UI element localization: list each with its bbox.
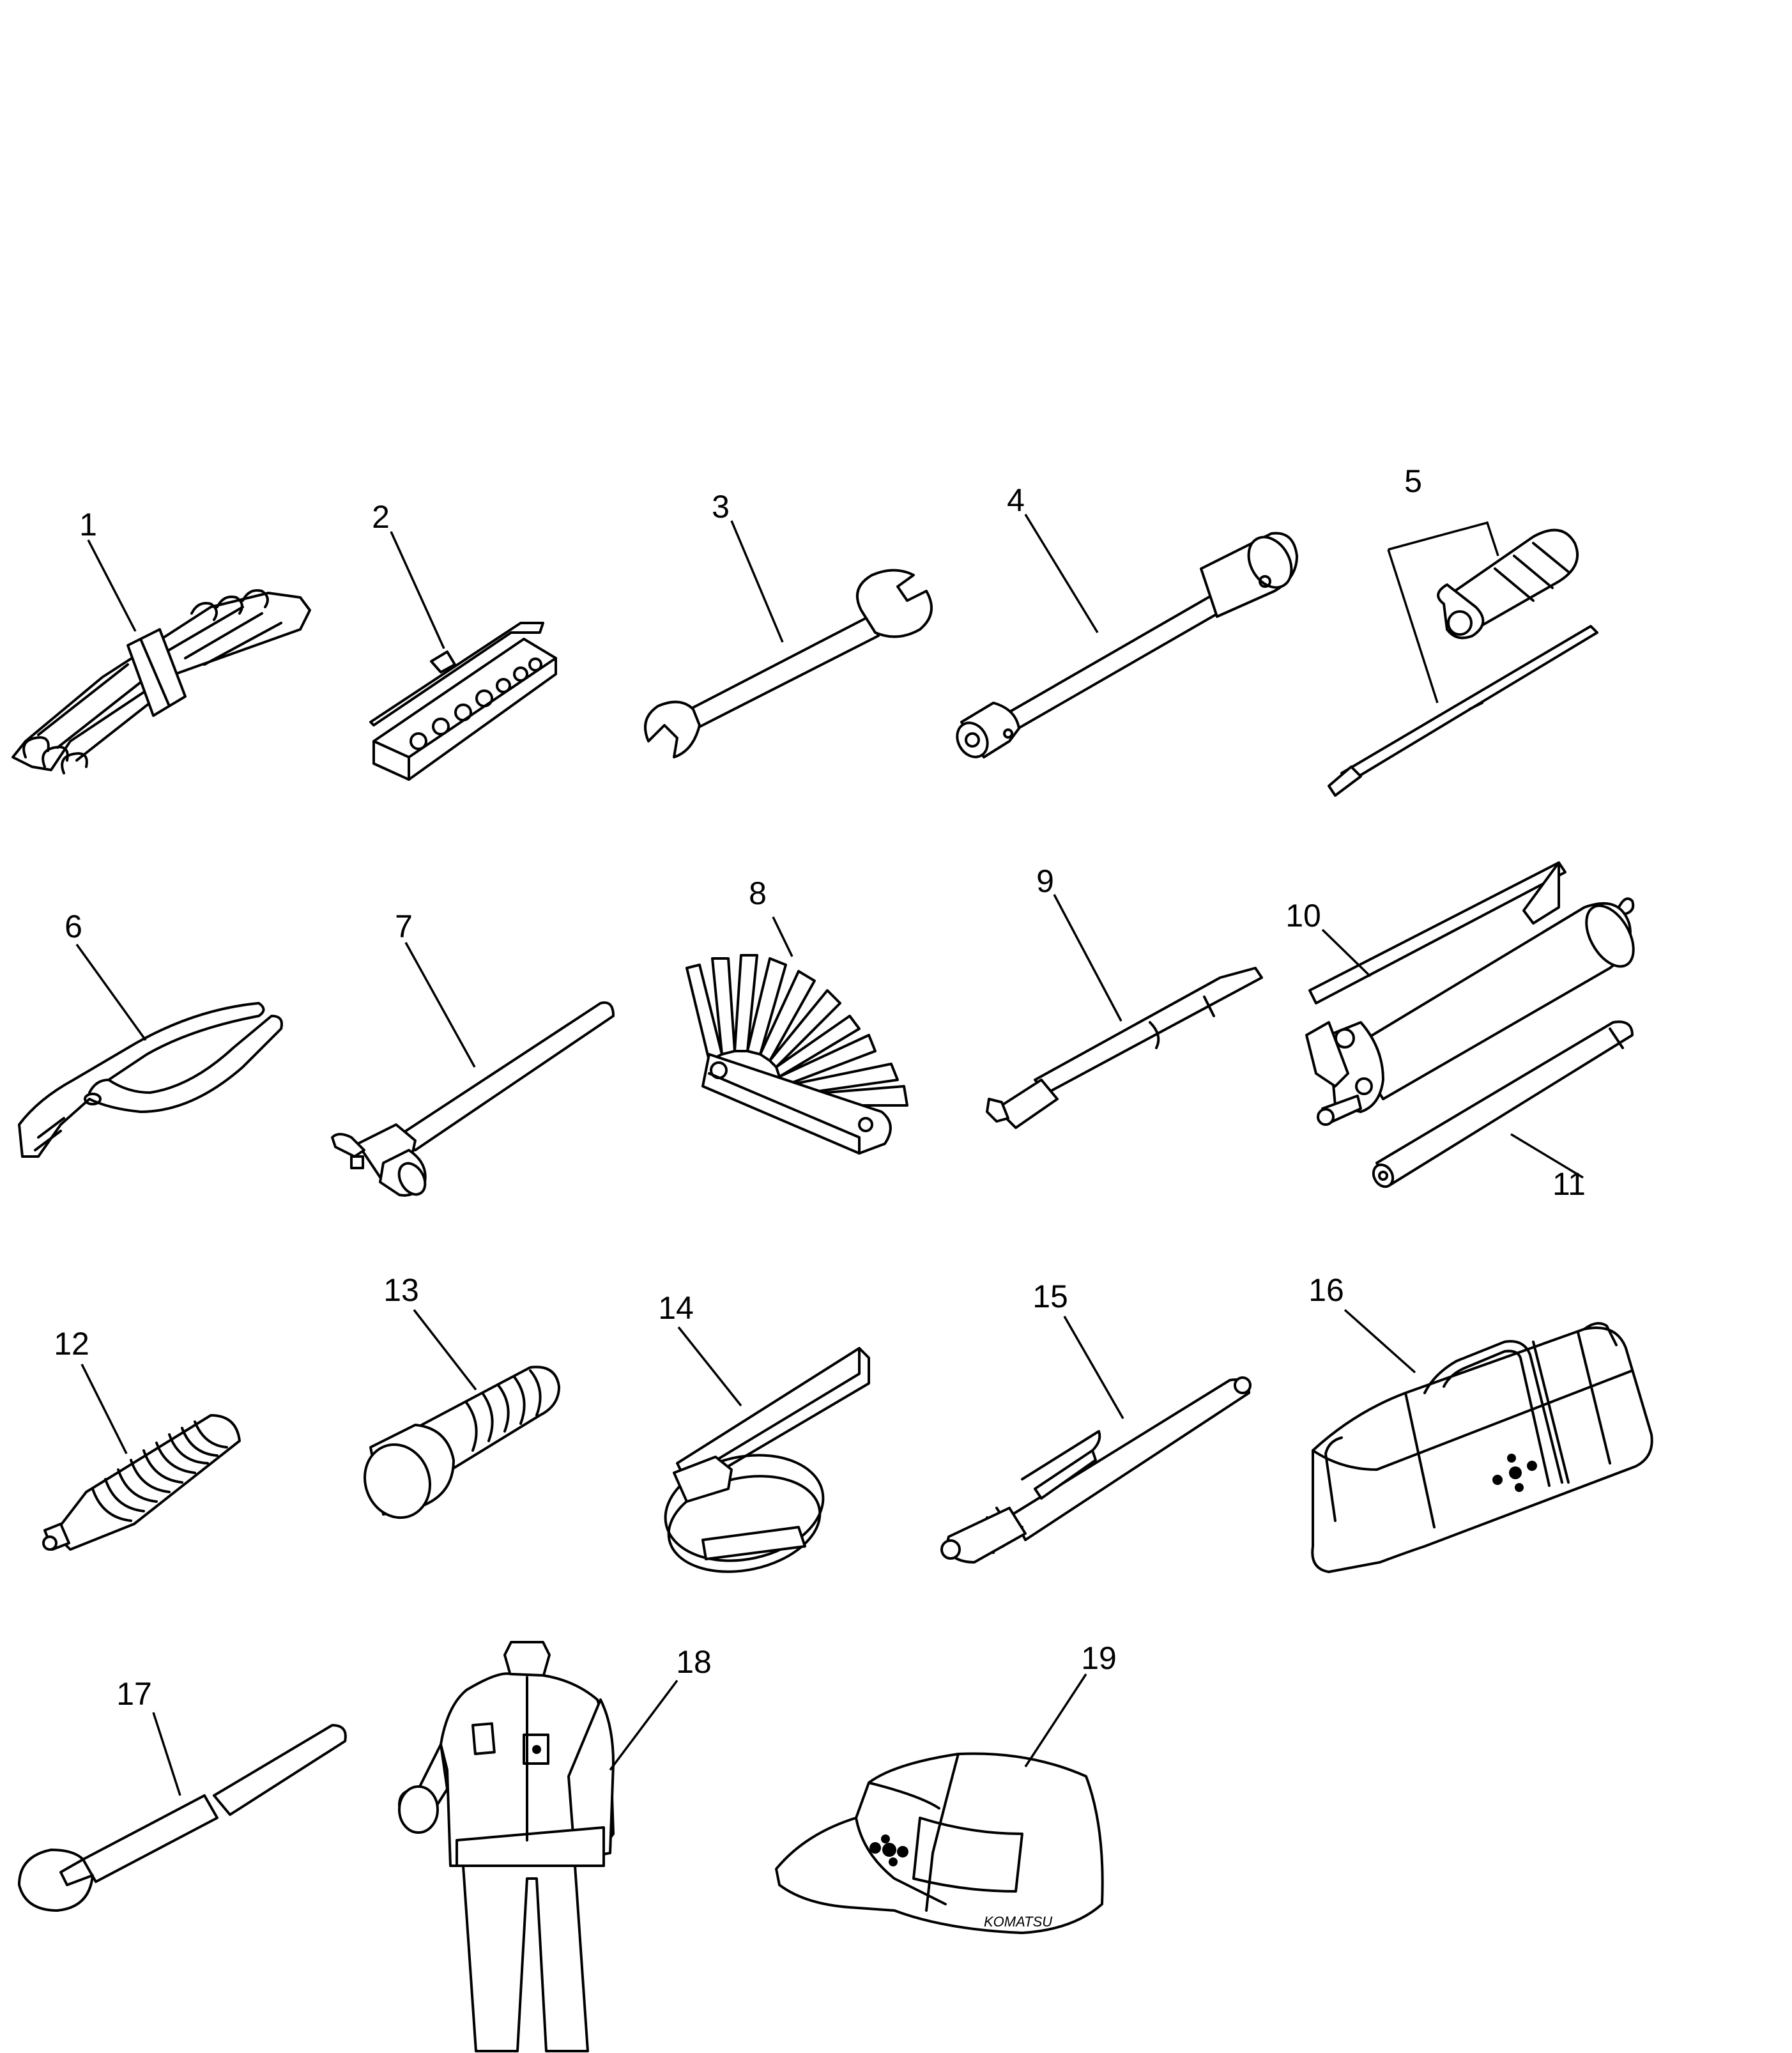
callout-15: 15 <box>1032 1279 1068 1314</box>
item-15-pump-pen <box>940 1376 1252 1564</box>
callout-12: 12 <box>54 1326 89 1362</box>
item-4-socket-bar <box>956 532 1298 758</box>
cap-brand-text: KOMATSU <box>984 1914 1052 1930</box>
item-11-extension-tube <box>1372 1020 1634 1188</box>
callout-11: 11 <box>1552 1166 1586 1202</box>
item-13-bolt <box>363 1365 560 1519</box>
callout-6: 6 <box>65 909 82 944</box>
callout-8: 8 <box>749 875 767 911</box>
item-3-open-end-wrench <box>644 569 933 758</box>
callout-4: 4 <box>1007 482 1025 518</box>
item-2-socket-set <box>369 622 557 781</box>
callout-14: 14 <box>658 1290 694 1326</box>
item-16-tool-bag <box>1311 1322 1653 1573</box>
item-9-scraper <box>986 967 1263 1129</box>
callout-5: 5 <box>1404 463 1422 499</box>
item-18-coverall <box>398 1641 615 2052</box>
item-6-pliers <box>18 1002 283 1158</box>
callout-19: 19 <box>1081 1640 1117 1676</box>
item-14-filter-wrench <box>664 1347 870 1573</box>
callout-10: 10 <box>1285 898 1321 934</box>
callout-9: 9 <box>1036 863 1054 899</box>
callout-3: 3 <box>712 489 730 525</box>
callout-17: 17 <box>116 1676 152 1712</box>
item-19-cap: KOMATSU <box>775 1752 1104 1934</box>
item-17-spanner <box>18 1724 347 1912</box>
item-10-grease-gun <box>1305 861 1635 1126</box>
callout-7: 7 <box>395 909 413 944</box>
item-8-feeler-gauge <box>685 954 908 1155</box>
callout-2: 2 <box>372 499 390 535</box>
item-7-hammer <box>331 1001 615 1197</box>
callout-18: 18 <box>676 1644 712 1680</box>
callout-13: 13 <box>383 1272 419 1308</box>
item-5-screwdriver <box>1328 528 1598 797</box>
callout-16: 16 <box>1308 1272 1344 1308</box>
item-1-wrench-set <box>11 589 311 774</box>
item-12-bellows <box>42 1414 241 1551</box>
callout-1: 1 <box>79 507 97 542</box>
